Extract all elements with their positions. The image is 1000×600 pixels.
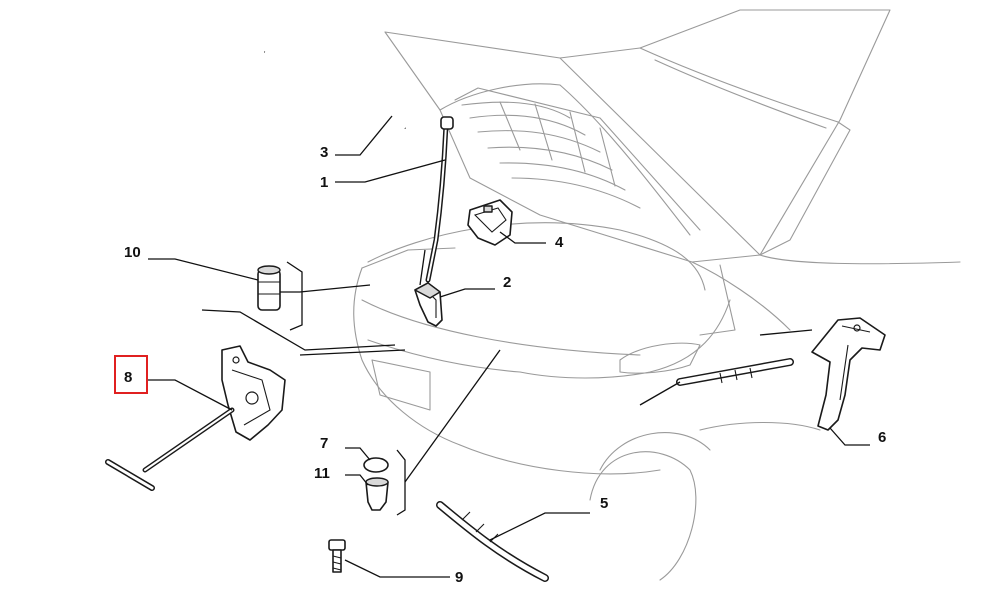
leader-lines [148, 115, 870, 578]
part-bolt [328, 539, 346, 573]
callout-3: 3 [320, 144, 328, 161]
part-grommet [363, 457, 389, 473]
part-release-cable [436, 358, 794, 582]
callout-6: 6 [878, 429, 886, 446]
callout-10: 10 [124, 244, 141, 261]
part-release-lever [811, 317, 886, 431]
callout-5: 5 [600, 495, 608, 512]
callout-4: 4 [555, 234, 564, 251]
part-hood-lock [105, 345, 286, 491]
part-hood-seal [264, 50, 407, 130]
part-latch-striker [414, 282, 443, 327]
callout-8: 8 [124, 369, 132, 386]
part-hood-prop-rod [425, 116, 454, 283]
car-body-outline [353, 9, 961, 581]
part-bump-stop [257, 265, 281, 311]
callout-9: 9 [455, 569, 463, 586]
callout-1: 1 [320, 174, 328, 191]
callout-2: 2 [503, 274, 511, 291]
highlight-box [114, 355, 148, 394]
callout-labels: 1 2 3 4 5 6 7 8 9 10 11 [124, 144, 886, 586]
callout-7: 7 [320, 435, 328, 452]
part-clip [365, 477, 389, 511]
callout-11: 11 [314, 465, 330, 482]
part-hinge-bracket [467, 199, 513, 246]
